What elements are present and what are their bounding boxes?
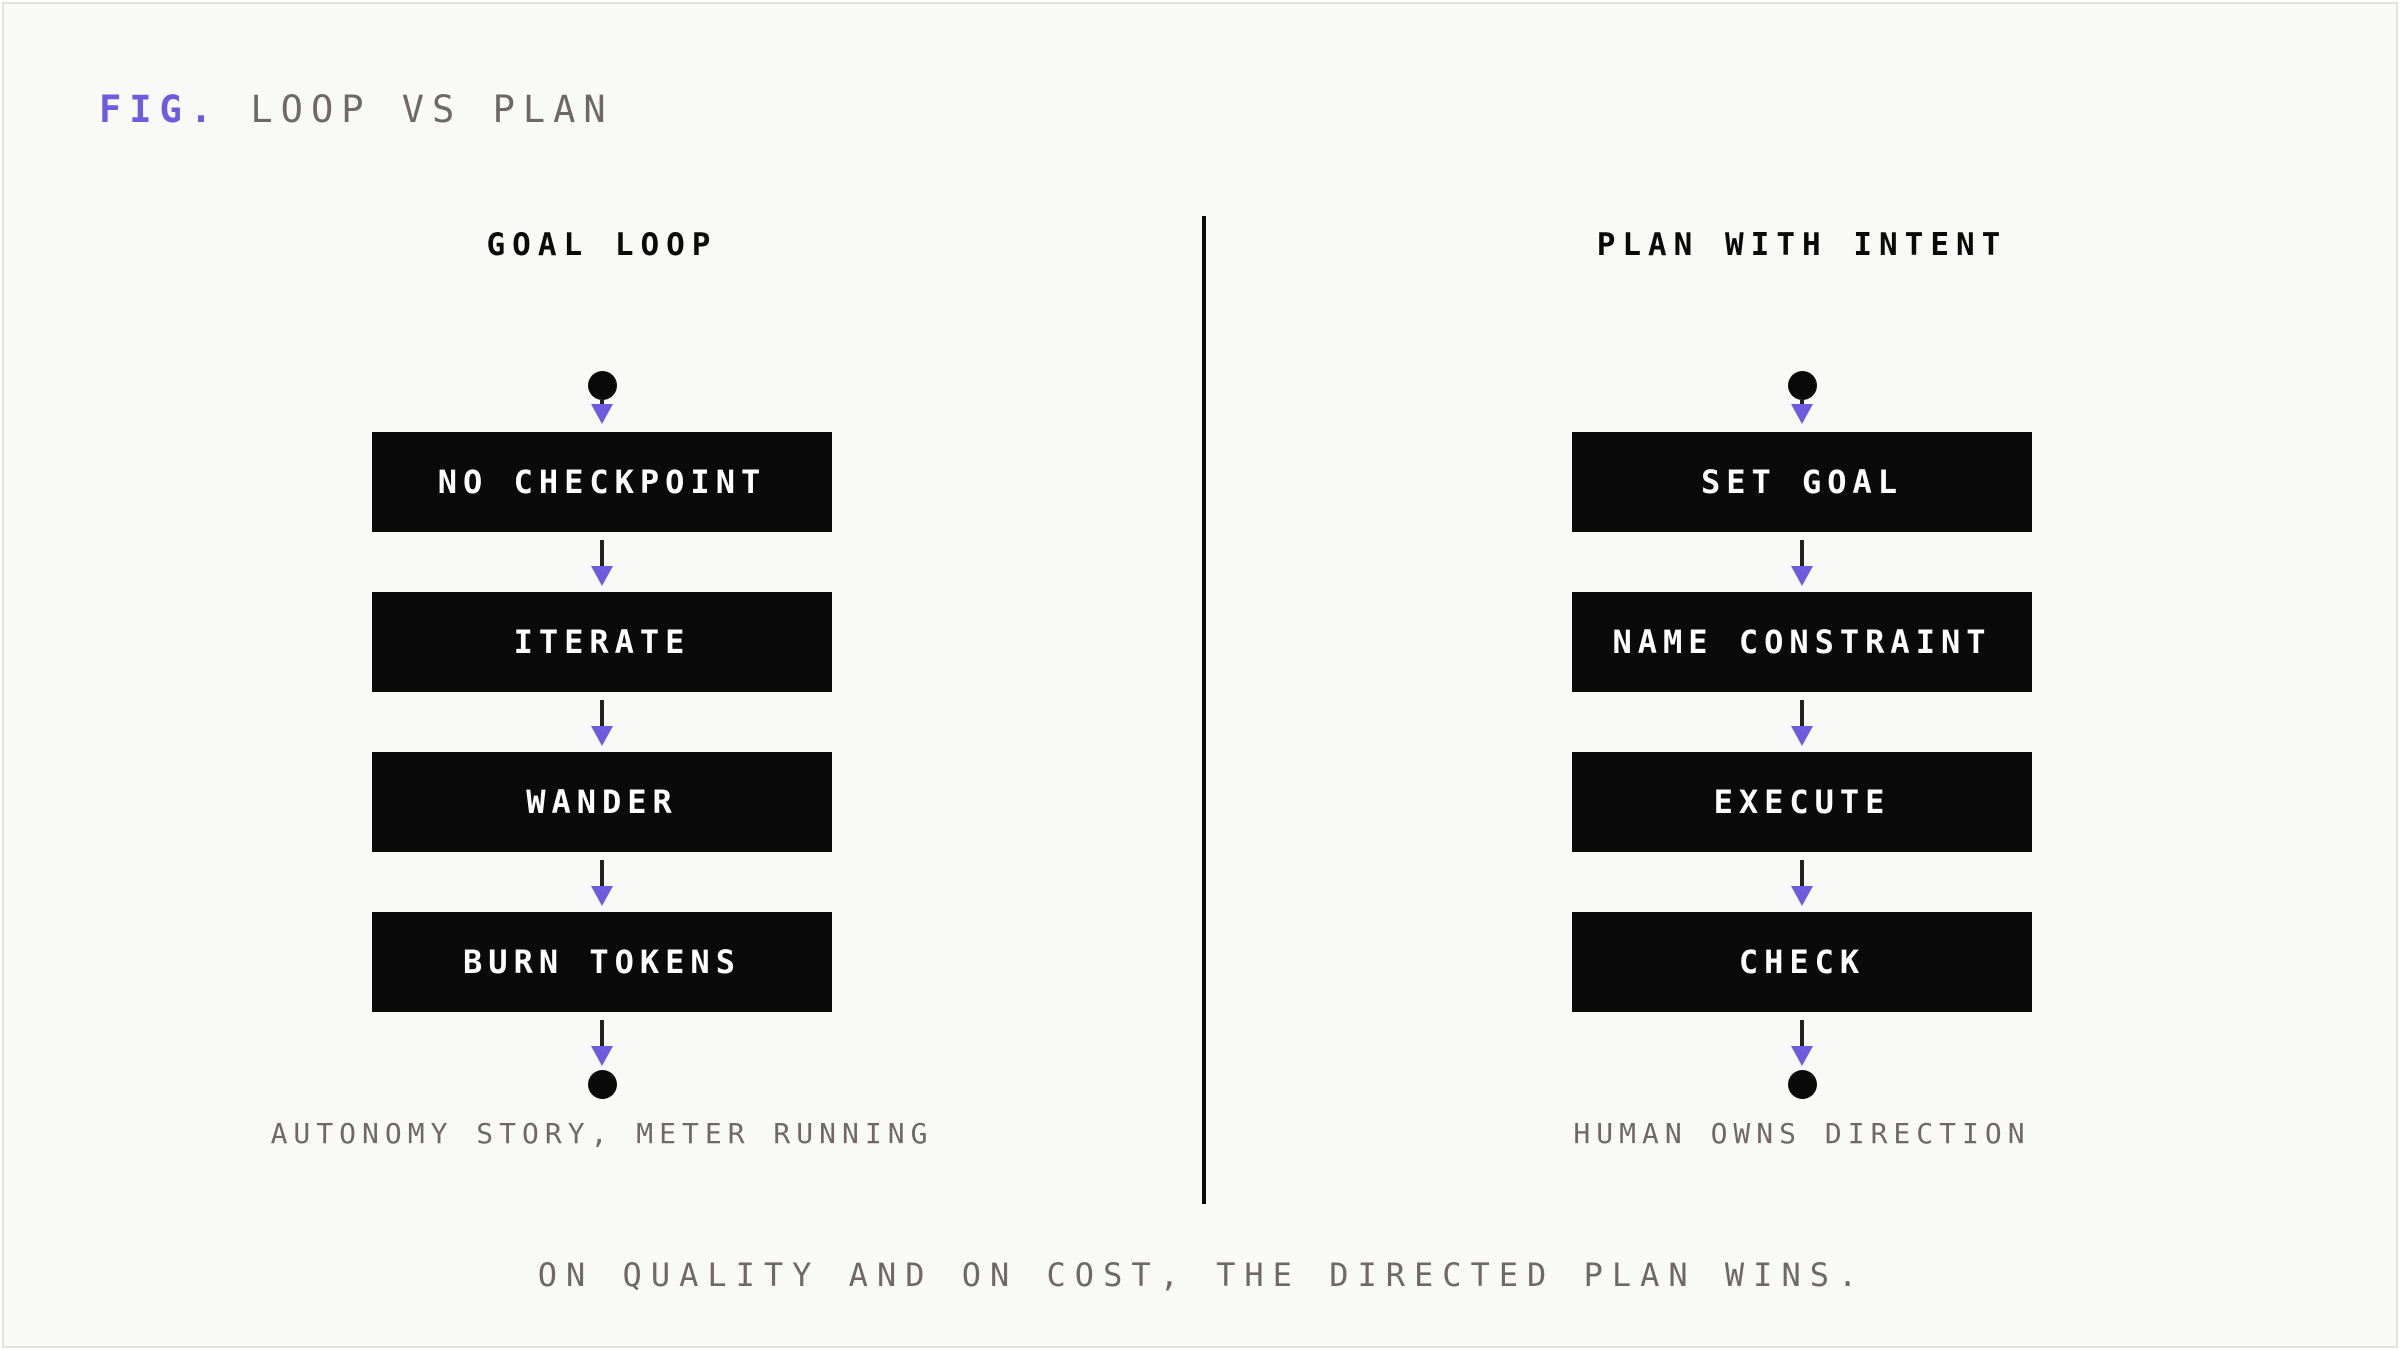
right-caption: HUMAN OWNS DIRECTION: [1573, 1117, 2031, 1150]
left-caption: AUTONOMY STORY, METER RUNNING: [270, 1117, 934, 1150]
figure-prefix: FIG.: [99, 88, 221, 131]
right-arrow-end: [1791, 1020, 1813, 1066]
left-step-4: BURN TOKENS: [372, 912, 832, 1012]
right-start-node: [1788, 371, 1817, 400]
column-divider: [1202, 216, 1206, 1204]
left-arrow-3: [591, 860, 613, 906]
right-step-3: EXECUTE: [1572, 752, 2032, 852]
left-end-node: [588, 1070, 617, 1099]
right-arrow-3: [1791, 860, 1813, 906]
right-step-1: SET GOAL: [1572, 432, 2032, 532]
left-arrow-2: [591, 700, 613, 746]
figure-title: FIG. LOOP VS PLAN: [99, 88, 614, 131]
right-step-4: CHECK: [1572, 912, 2032, 1012]
figure-title-text: LOOP VS PLAN: [250, 88, 614, 131]
left-arrow-1: [591, 540, 613, 586]
right-end-node: [1788, 1070, 1817, 1099]
right-arrow-1: [1791, 540, 1813, 586]
left-column-title: GOAL LOOP: [486, 227, 718, 263]
left-step-3: WANDER: [372, 752, 832, 852]
left-arrow-end: [591, 1020, 613, 1066]
right-arrow-2: [1791, 700, 1813, 746]
footer-conclusion: ON QUALITY AND ON COST, THE DIRECTED PLA…: [537, 1256, 1867, 1294]
left-step-1: NO CHECKPOINT: [372, 432, 832, 532]
right-arrow-start: [1791, 400, 1813, 424]
right-step-2: NAME CONSTRAINT: [1572, 592, 2032, 692]
left-start-node: [588, 371, 617, 400]
left-step-2: ITERATE: [372, 592, 832, 692]
left-arrow-start: [591, 400, 613, 424]
right-column-title: PLAN WITH INTENT: [1596, 227, 2008, 263]
